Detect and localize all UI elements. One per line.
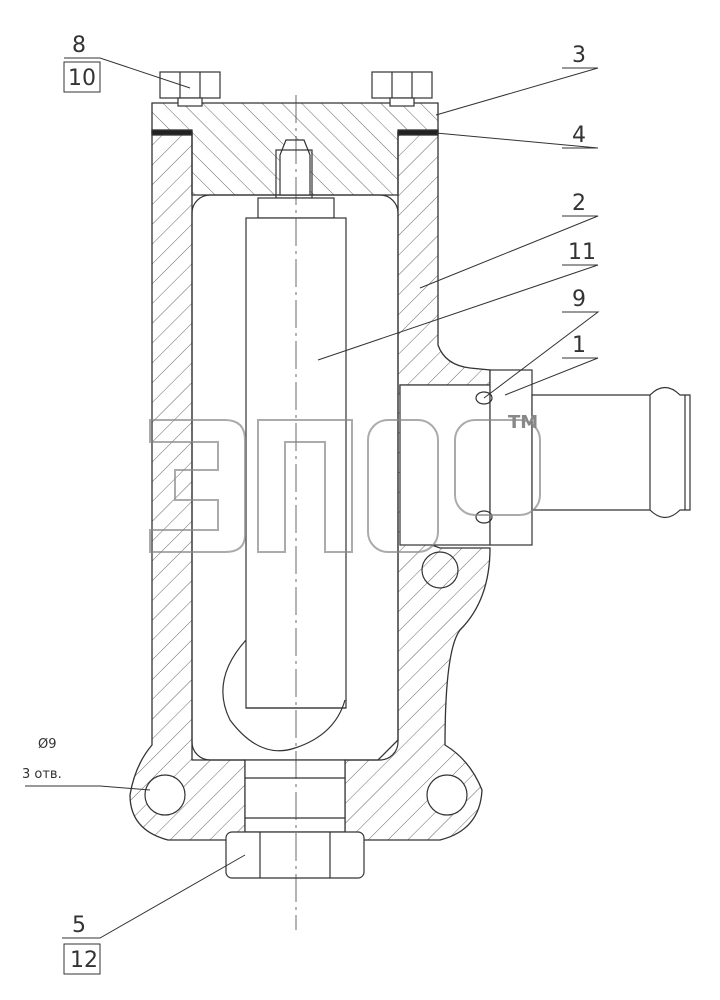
hole-left: [144, 774, 186, 816]
callout-8-qty: 10: [68, 66, 96, 91]
leader-lines: [25, 57, 600, 939]
callout-4: 4: [572, 123, 586, 148]
callout-5-qty: 12: [70, 948, 98, 973]
bolt-left: [159, 71, 221, 107]
side-fitting: [399, 369, 691, 589]
gasket-right: [397, 129, 439, 136]
rod: [222, 139, 347, 752]
callout-9: 9: [572, 287, 586, 312]
drain-plug: [225, 759, 365, 879]
watermark-logo: [149, 419, 541, 553]
callout-5: 5: [72, 913, 86, 938]
callout-2: 2: [572, 191, 586, 216]
watermark-tm: TM: [508, 412, 538, 433]
callout-8: 8: [72, 33, 86, 58]
callouts: 8 10 3 4 2 11 9 1 5 12 Ø9 3 отв.: [22, 33, 596, 975]
callout-11: 11: [568, 240, 596, 265]
hole-note-diameter: Ø9: [38, 737, 57, 752]
bolt-right: [371, 71, 433, 107]
callout-5-qty-box: [63, 943, 101, 975]
callout-8-qty-box: [63, 61, 101, 93]
seal-ring-bottom: [475, 510, 493, 524]
hole-right: [426, 774, 468, 816]
callout-3: 3: [572, 43, 586, 68]
callout-1: 1: [572, 333, 586, 358]
hole-note-count: 3 отв.: [22, 767, 62, 782]
gasket-left: [151, 129, 193, 136]
mounting-holes: [144, 774, 468, 816]
